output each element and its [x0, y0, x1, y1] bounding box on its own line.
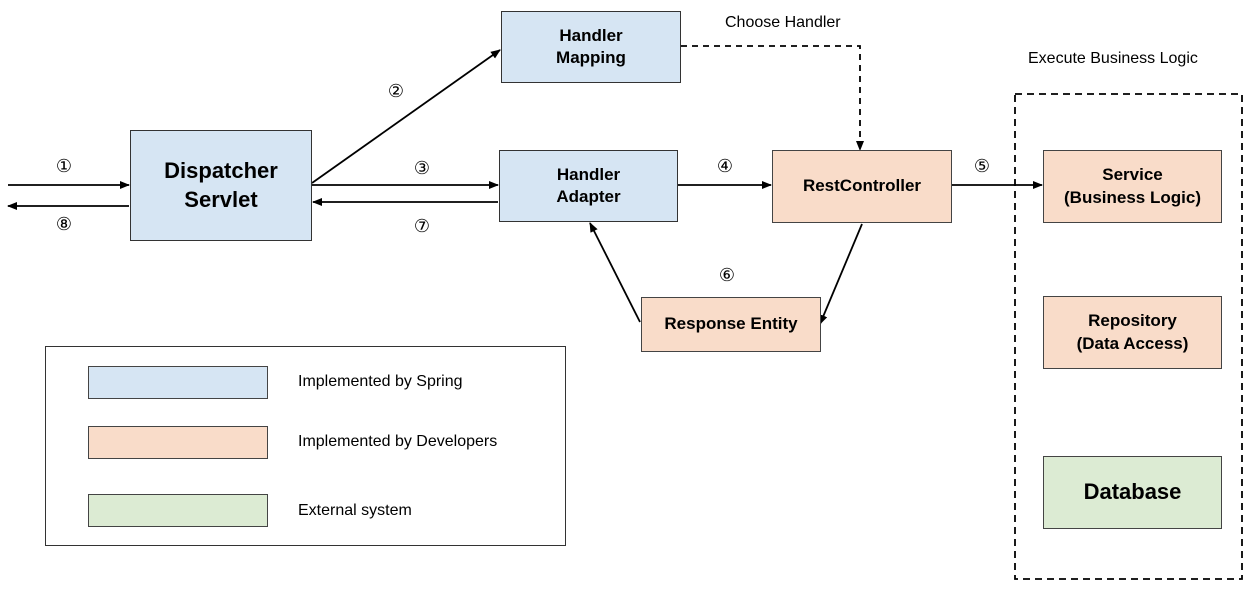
rest-controller-label: RestController [802, 176, 922, 196]
handler-mapping-box: Handler Mapping [501, 11, 681, 83]
dispatcher-servlet-box: Dispatcher Servlet [130, 130, 312, 241]
response-entity-label: Response Entity [664, 314, 798, 334]
step-6: ⑥ [718, 265, 736, 285]
rest-controller-box: RestController [772, 150, 952, 223]
repository-line2: (Data Access) [1076, 333, 1189, 353]
handler-adapter-line2: Adapter [556, 187, 621, 206]
handler-adapter-box: Handler Adapter [499, 150, 678, 222]
business-logic-boundary [1014, 93, 1243, 580]
execute-business-logic-label: Execute Business Logic [1028, 50, 1198, 67]
arrow-entity-to-adapter [589, 222, 641, 323]
legend-label-external: External system [298, 502, 412, 519]
legend-swatch-spring [88, 366, 268, 399]
handler-mapping-line2: Mapping [556, 48, 626, 67]
service-box: Service (Business Logic) [1043, 150, 1222, 223]
step-1: ① [55, 156, 73, 176]
legend-label-spring: Implemented by Spring [298, 373, 463, 390]
handler-mapping-line1: Handler [559, 25, 623, 45]
step-5: ⑤ [973, 156, 991, 176]
step-7: ⑦ [413, 216, 431, 236]
database-label: Database [1083, 479, 1182, 505]
response-entity-box: Response Entity [641, 297, 821, 352]
database-box: Database [1043, 456, 1222, 529]
step-4: ④ [716, 156, 734, 176]
arrow-to-response-entity [819, 223, 863, 325]
dispatcher-servlet-line2: Servlet [184, 186, 258, 212]
step-2: ② [387, 81, 405, 101]
service-line1: Service [1102, 165, 1163, 185]
arrow-choose-handler [681, 45, 864, 151]
arrow-to-handler-mapping [311, 49, 501, 184]
step-8: ⑧ [55, 214, 73, 234]
repository-box: Repository (Data Access) [1043, 296, 1222, 369]
repository-line1: Repository [1088, 311, 1177, 331]
legend-swatch-developers [88, 426, 268, 459]
choose-handler-label: Choose Handler [725, 14, 841, 31]
legend-swatch-external [88, 494, 268, 527]
step-3: ③ [413, 158, 431, 178]
service-line2: (Business Logic) [1064, 187, 1201, 207]
legend: Implemented by Spring Implemented by Dev… [45, 346, 566, 546]
dispatcher-servlet-line1: Dispatcher [164, 157, 278, 183]
legend-label-developers: Implemented by Developers [298, 433, 498, 450]
handler-adapter-line1: Handler [556, 164, 621, 184]
